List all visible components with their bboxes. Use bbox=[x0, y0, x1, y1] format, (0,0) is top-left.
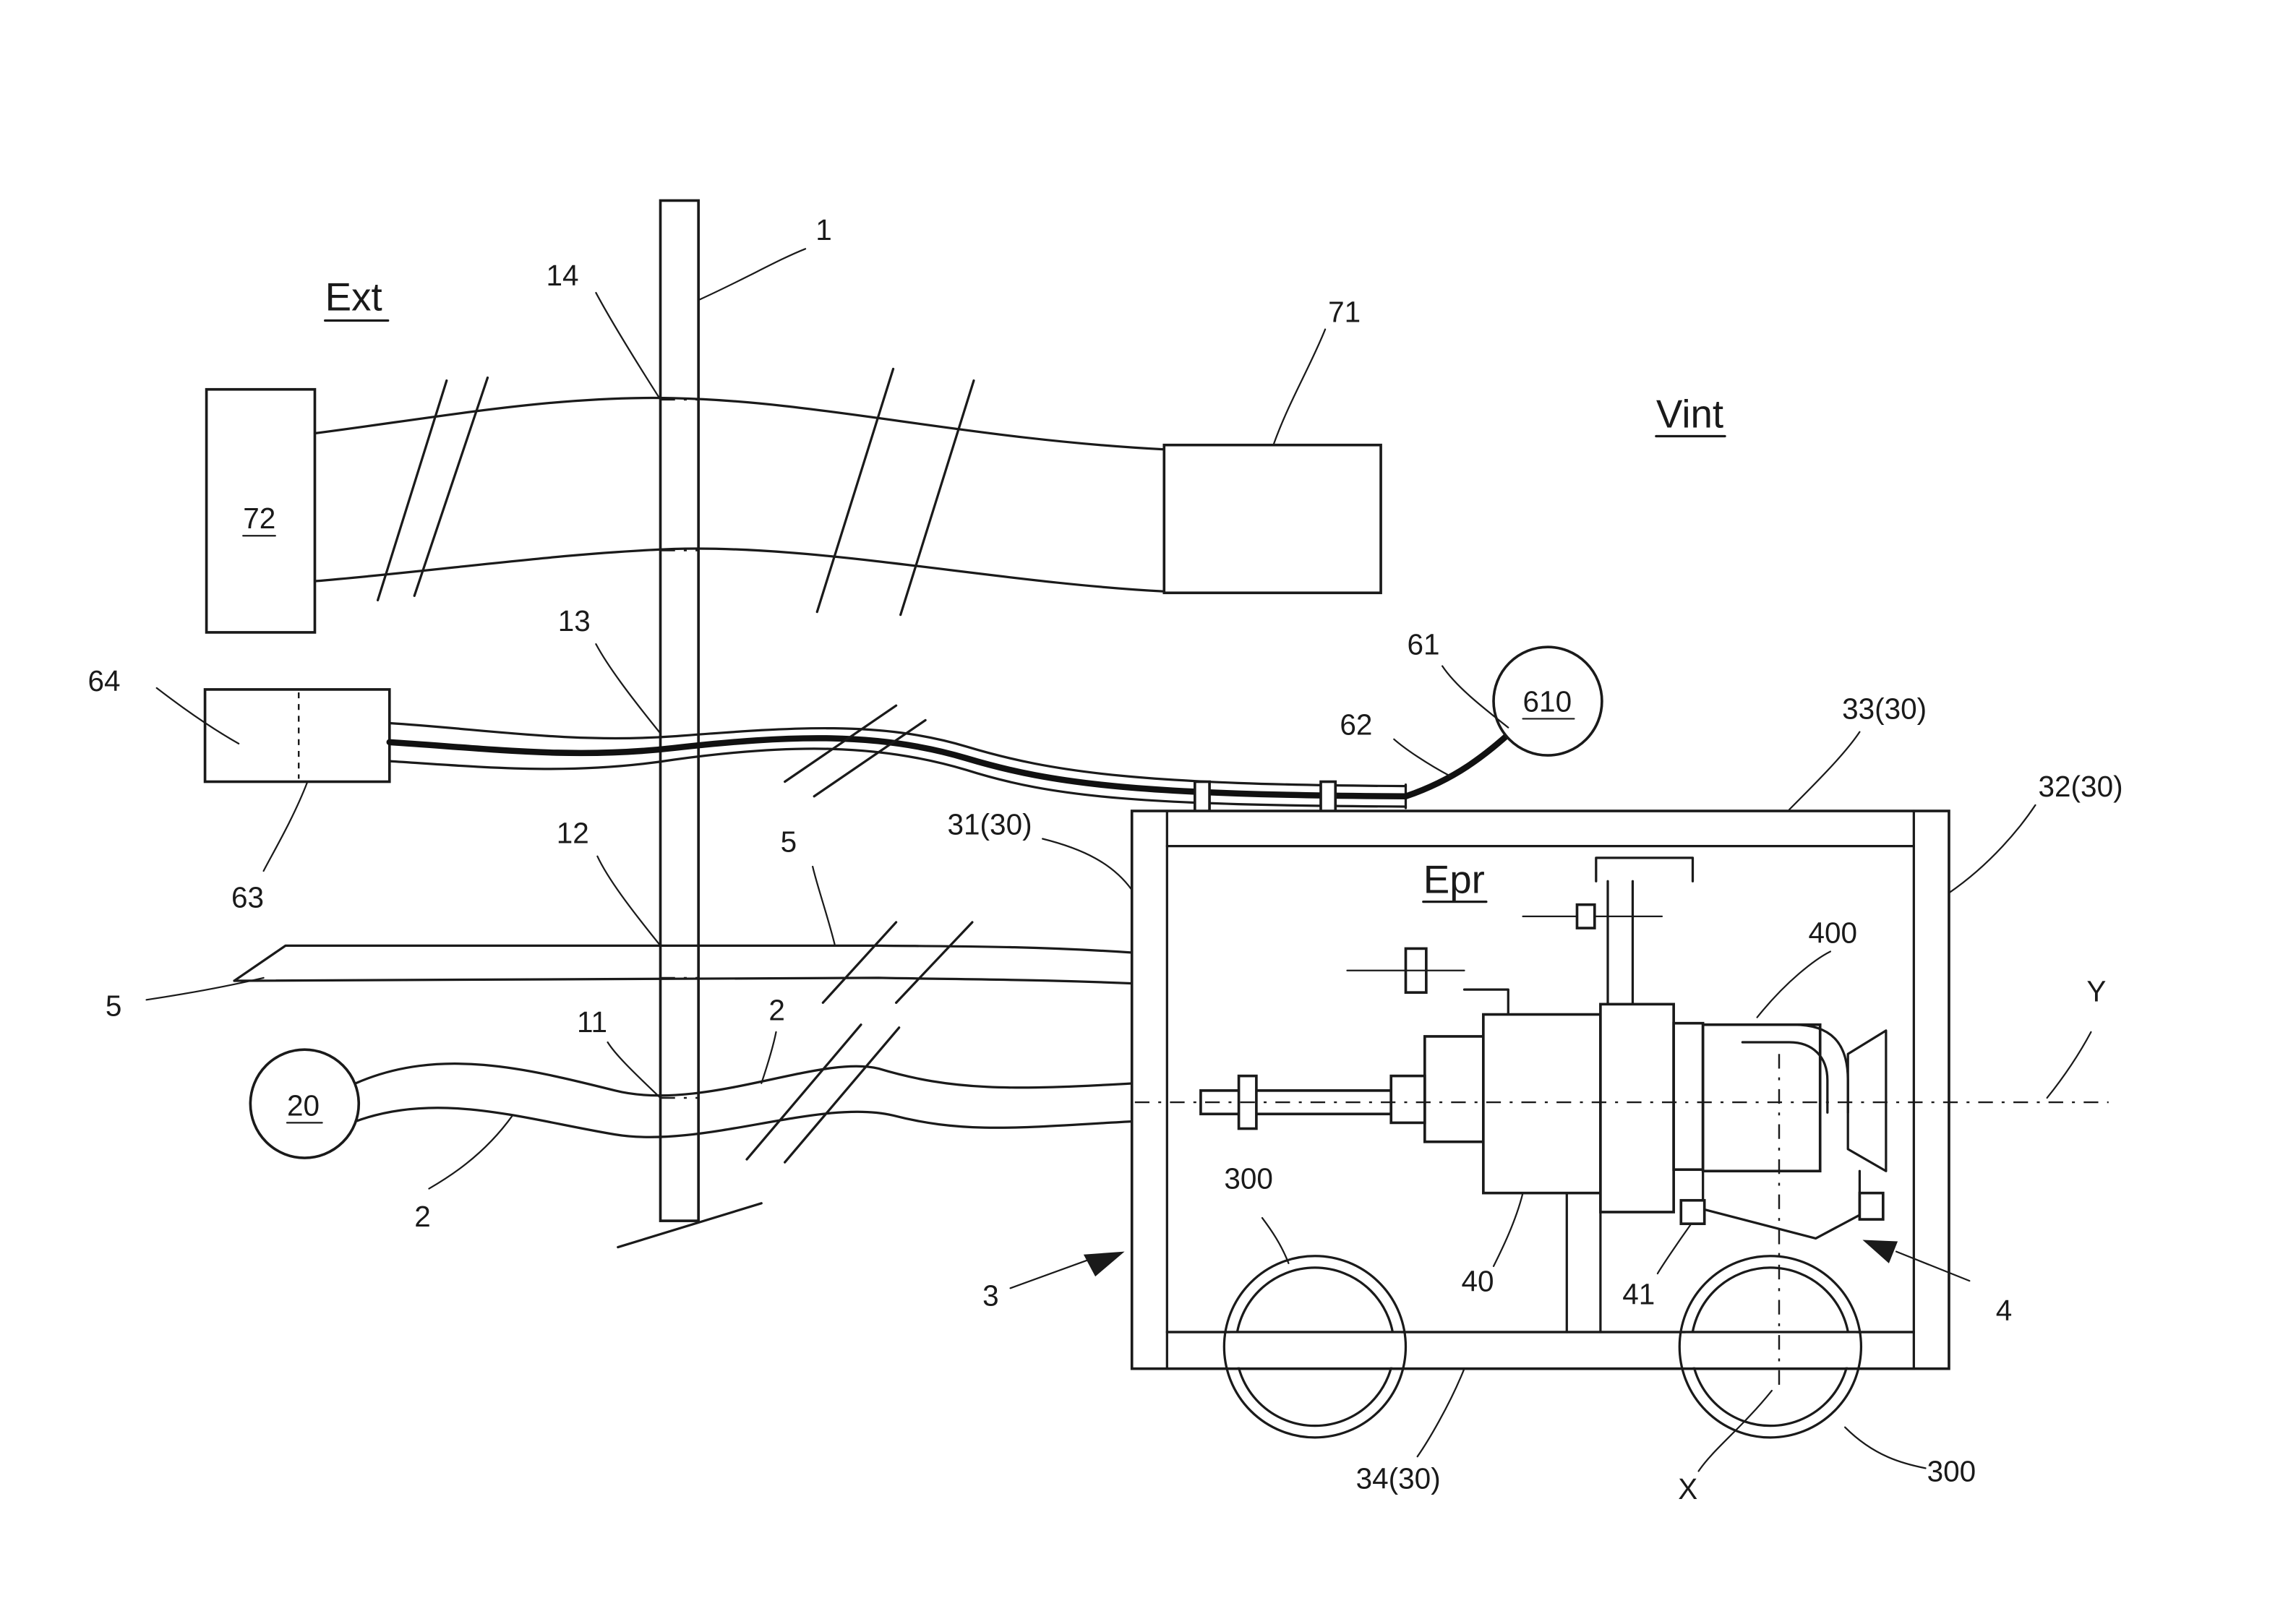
ref-71: 71 bbox=[1328, 296, 1361, 329]
ref-300-right: 300 bbox=[1927, 1455, 1976, 1488]
ref-610: 610 bbox=[1523, 684, 1572, 718]
ref-y: Y bbox=[2086, 974, 2106, 1008]
zone-label-epr: Epr bbox=[1423, 856, 1485, 901]
ref-2-lower: 2 bbox=[414, 1200, 431, 1233]
ref-31: 31(30) bbox=[948, 807, 1032, 841]
ref-63: 63 bbox=[231, 881, 264, 914]
ref-14: 14 bbox=[547, 259, 579, 292]
ref-12: 12 bbox=[557, 817, 589, 850]
ref-20: 20 bbox=[287, 1088, 320, 1122]
ref-3: 3 bbox=[982, 1279, 999, 1313]
ref-41: 41 bbox=[1622, 1278, 1655, 1311]
ref-64: 64 bbox=[88, 664, 121, 697]
ref-33: 33(30) bbox=[1842, 692, 1927, 725]
zone-label-vint: Vint bbox=[1656, 391, 1723, 436]
ref-61: 61 bbox=[1408, 627, 1440, 661]
ref-62: 62 bbox=[1340, 708, 1372, 742]
ventilation-duct bbox=[207, 369, 1381, 632]
ref-4: 4 bbox=[1996, 1294, 2013, 1327]
ref-40: 40 bbox=[1461, 1264, 1494, 1297]
box-71 bbox=[1164, 445, 1381, 593]
ref-2-upper: 2 bbox=[768, 994, 785, 1027]
ref-34: 34(30) bbox=[1356, 1462, 1441, 1495]
ref-5-upper: 5 bbox=[781, 825, 797, 859]
ref-400: 400 bbox=[1809, 916, 1858, 949]
ref-x: X bbox=[1678, 1472, 1697, 1506]
zone-label-ext: Ext bbox=[325, 274, 382, 319]
ref-72: 72 bbox=[243, 502, 275, 535]
ref-1: 1 bbox=[815, 213, 832, 246]
ref-11: 11 bbox=[577, 1005, 607, 1039]
ref-32: 32(30) bbox=[2039, 770, 2123, 803]
ref-300-left: 300 bbox=[1224, 1162, 1273, 1195]
ref-13: 13 bbox=[558, 604, 591, 637]
wall bbox=[618, 200, 761, 1247]
ref-5-lower: 5 bbox=[106, 989, 122, 1023]
